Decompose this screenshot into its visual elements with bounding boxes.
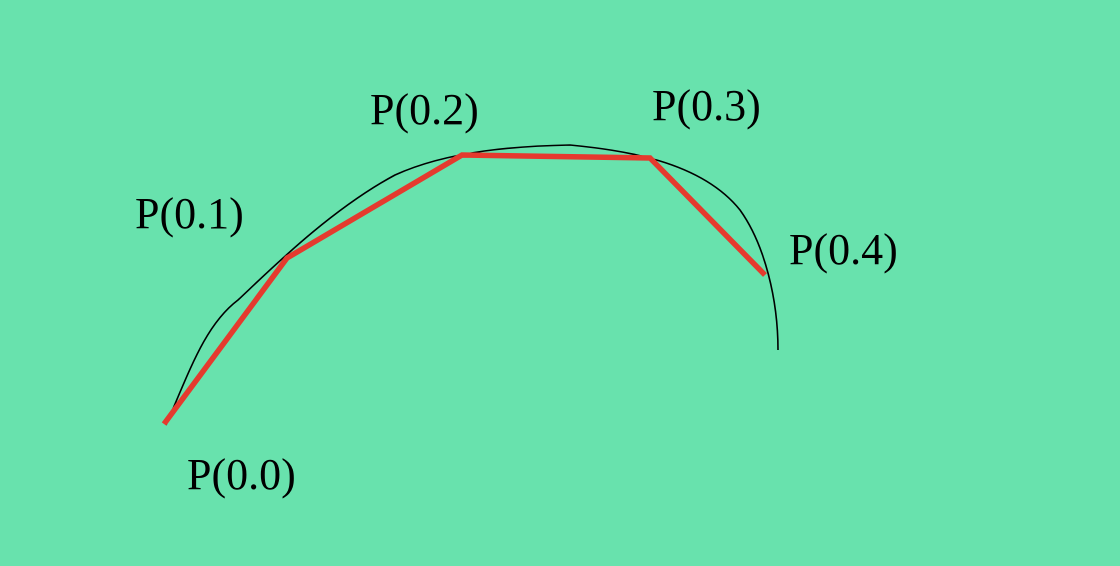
smooth-curve xyxy=(165,144,779,426)
linear-approximation-polyline xyxy=(161,152,767,426)
point-label-p1: P(0.1) xyxy=(135,189,244,238)
point-label-p4: P(0.4) xyxy=(789,225,898,274)
point-label-p3: P(0.3) xyxy=(652,81,761,130)
point-label-p2: P(0.2) xyxy=(370,85,479,134)
point-label-p0: P(0.0) xyxy=(187,450,296,499)
